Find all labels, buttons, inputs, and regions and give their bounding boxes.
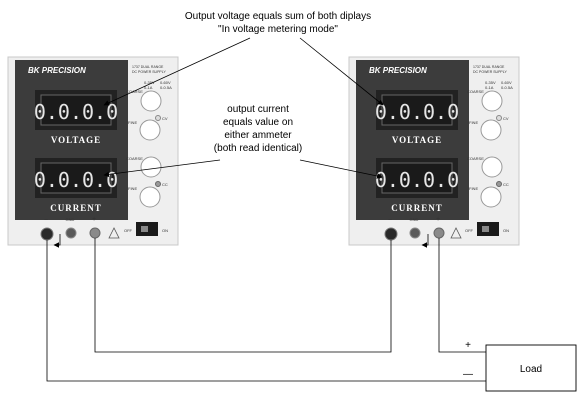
minus-terminal[interactable] bbox=[40, 227, 54, 241]
voltage-display-reading: 0.0.0.0 bbox=[34, 100, 118, 124]
ground-strap bbox=[421, 234, 429, 248]
negative-load-wire bbox=[46, 240, 486, 382]
cv-label: CV bbox=[503, 116, 509, 121]
current-coarse-knob[interactable] bbox=[140, 156, 162, 178]
gnd-terminal-label: GND bbox=[410, 217, 419, 222]
model-label-line1: 1737 DUAL RANGE bbox=[473, 65, 505, 69]
current-arrow-right bbox=[299, 159, 383, 179]
plus-terminal-label: + bbox=[92, 216, 96, 223]
voltage-fine-knob[interactable] bbox=[139, 119, 161, 141]
current-display-reading: 0.0.0.0 bbox=[375, 168, 459, 192]
plus-terminal[interactable] bbox=[433, 227, 445, 239]
power-switch-rocker bbox=[482, 226, 489, 232]
voltage-fine-label: FINE bbox=[469, 120, 478, 125]
current-label: CURRENT bbox=[391, 203, 443, 213]
positive-load-wire bbox=[438, 238, 486, 353]
cv-label: CV bbox=[162, 116, 168, 121]
range2-bottom-label: 0-0.5A bbox=[160, 85, 172, 90]
current-display-screen bbox=[381, 162, 453, 194]
range1-top-label: 0-35V bbox=[485, 80, 496, 85]
range2-bottom-label: 0-0.5A bbox=[501, 85, 513, 90]
model-label-line1: 1737 DUAL RANGE bbox=[132, 65, 164, 69]
voltage-display-screen bbox=[40, 94, 112, 126]
warning-icon bbox=[108, 227, 120, 239]
current-display-reading: 0.0.0.0 bbox=[34, 168, 118, 192]
ground-strap bbox=[53, 234, 61, 248]
voltage-fine-knob[interactable] bbox=[480, 119, 502, 141]
voltage-coarse-knob[interactable] bbox=[140, 90, 162, 112]
gnd-terminal[interactable] bbox=[409, 227, 421, 239]
voltage-coarse-label: COARSE bbox=[126, 89, 143, 94]
current-coarse-knob[interactable] bbox=[481, 156, 503, 178]
cc-indicator bbox=[155, 181, 161, 187]
model-label-line2: DC POWER SUPPLY bbox=[132, 70, 166, 74]
current-note-line4: (both read identical) bbox=[214, 143, 302, 154]
current-fine-knob[interactable] bbox=[139, 186, 161, 208]
on-label: ON bbox=[162, 228, 168, 233]
current-note-line2: equals value on bbox=[223, 117, 293, 128]
voltage-coarse-knob[interactable] bbox=[481, 90, 503, 112]
cv-indicator bbox=[496, 115, 502, 121]
power-switch-rocker bbox=[141, 226, 148, 232]
cc-indicator bbox=[496, 181, 502, 187]
current-note-line3: either ammeter bbox=[224, 130, 292, 141]
cc-label: CC bbox=[503, 182, 509, 187]
plus-terminal-label: + bbox=[436, 216, 440, 223]
voltage-note-line2: "In voltage metering mode" bbox=[218, 24, 338, 35]
current-fine-label: FINE bbox=[469, 186, 478, 191]
current-label: CURRENT bbox=[50, 203, 102, 213]
cv-indicator bbox=[155, 115, 161, 121]
plus-terminal[interactable] bbox=[89, 227, 101, 239]
range2-top-label: 0-60V bbox=[501, 80, 512, 85]
range1-bottom-label: 0-1A bbox=[144, 85, 153, 90]
voltage-label: VOLTAGE bbox=[51, 135, 101, 145]
voltage-coarse-label: COARSE bbox=[467, 89, 484, 94]
voltage-note-line1: Output voltage equals sum of both diplay… bbox=[185, 11, 371, 22]
voltage-arrow-left bbox=[103, 37, 251, 106]
current-coarse-label: COARSE bbox=[126, 156, 143, 161]
gnd-terminal[interactable] bbox=[65, 227, 77, 239]
current-arrow-left bbox=[103, 159, 221, 178]
minus-terminal[interactable] bbox=[384, 227, 398, 241]
current-fine-knob[interactable] bbox=[480, 186, 502, 208]
power-supply-left: BK PRECISION 0.0.0.0 VOLTAGE 0.0.0.0 CUR… bbox=[7, 56, 179, 248]
current-coarse-label: COARSE bbox=[467, 156, 484, 161]
voltage-label: VOLTAGE bbox=[392, 135, 442, 145]
on-label: ON bbox=[503, 228, 509, 233]
brand-logo: BK PRECISION bbox=[369, 66, 427, 75]
voltage-display-screen bbox=[381, 94, 453, 126]
minus-terminal-label: − bbox=[388, 217, 392, 224]
range1-bottom-label: 0-1A bbox=[485, 85, 494, 90]
range2-top-label: 0-60V bbox=[160, 80, 171, 85]
minus-terminal-label: − bbox=[44, 217, 48, 224]
current-display-screen bbox=[40, 162, 112, 194]
load-minus-label: — bbox=[463, 369, 473, 380]
current-note-line1: output current bbox=[227, 104, 289, 115]
power-supply-right: BK PRECISION 0.0.0.0 VOLTAGE 0.0.0.0 CUR… bbox=[348, 56, 520, 248]
off-label: OFF bbox=[124, 228, 133, 233]
voltage-display-reading: 0.0.0.0 bbox=[375, 100, 459, 124]
load-plus-label: + bbox=[465, 340, 471, 351]
model-label-line2: DC POWER SUPPLY bbox=[473, 70, 507, 74]
load-label: Load bbox=[520, 364, 542, 375]
cc-label: CC bbox=[162, 182, 168, 187]
off-label: OFF bbox=[465, 228, 474, 233]
range1-top-label: 0-35V bbox=[144, 80, 155, 85]
current-fine-label: FINE bbox=[128, 186, 137, 191]
voltage-arrow-right bbox=[299, 37, 384, 106]
warning-icon bbox=[450, 227, 462, 239]
gnd-terminal-label: GND bbox=[66, 217, 75, 222]
voltage-fine-label: FINE bbox=[128, 120, 137, 125]
load-box bbox=[485, 344, 577, 392]
brand-logo: BK PRECISION bbox=[28, 66, 86, 75]
series-link-wire bbox=[94, 238, 392, 353]
